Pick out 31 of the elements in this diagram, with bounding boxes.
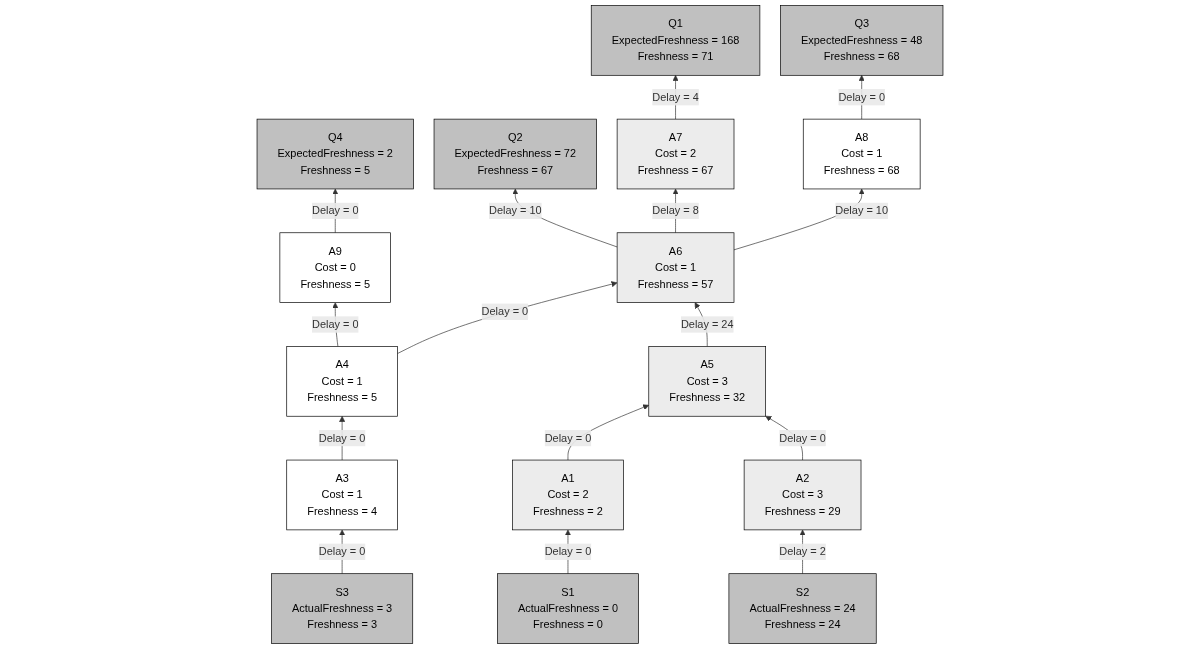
edge-label: Delay = 0 (311, 318, 359, 330)
node-box: A8 Cost = 1 Freshness = 68 (802, 118, 921, 190)
node-box: S2 ActualFreshness = 24 Freshness = 24 (728, 573, 877, 644)
edge-label: Delay = 0 (481, 305, 529, 318)
node-box: S3 ActualFreshness = 3 Freshness = 3 (271, 573, 414, 644)
node-box: A4 Cost = 1 Freshness = 5 (286, 346, 398, 417)
node-box: Q1 ExpectedFreshness = 168 Freshness = 71 (590, 5, 761, 76)
edge-label: Delay = 24 (680, 318, 734, 330)
node-box: A3 Cost = 1 Freshness = 4 (286, 459, 398, 531)
edge-label: Delay = 0 (838, 91, 885, 103)
node-box: A7 Cost = 2 Freshness = 67 (616, 118, 735, 190)
node-box: S1 ActualFreshness = 0 Freshness = 0 (497, 573, 639, 644)
node-box: Q3 ExpectedFreshness = 48 Freshness = 68 (780, 5, 944, 76)
edge-label: Delay = 4 (652, 91, 699, 103)
edge-label: Delay = 0 (318, 545, 366, 558)
edge-label: Delay = 0 (318, 431, 366, 444)
edge-label: Delay = 0 (544, 431, 592, 444)
node-box: A1 Cost = 2 Freshness = 2 (512, 459, 624, 531)
edge-label: Delay = 0 (311, 204, 359, 217)
edge-label: Delay = 0 (779, 431, 826, 444)
edge-label: Delay = 10 (835, 204, 889, 217)
edge-label: Delay = 10 (488, 204, 542, 217)
edge-label: Delay = 0 (544, 545, 592, 558)
node-box: Q4 ExpectedFreshness = 2 Freshness = 5 (256, 118, 414, 190)
node-box: A5 Cost = 3 Freshness = 32 (648, 346, 766, 417)
node-box: Q2 ExpectedFreshness = 72 Freshness = 67 (433, 118, 597, 190)
edge-label: Delay = 2 (779, 545, 826, 558)
edge-label: Delay = 8 (652, 204, 699, 217)
node-box: A2 Cost = 3 Freshness = 29 (743, 459, 862, 531)
node-box: A9 Cost = 0 Freshness = 5 (279, 232, 391, 303)
node-box: A6 Cost = 1 Freshness = 57 (616, 232, 735, 303)
